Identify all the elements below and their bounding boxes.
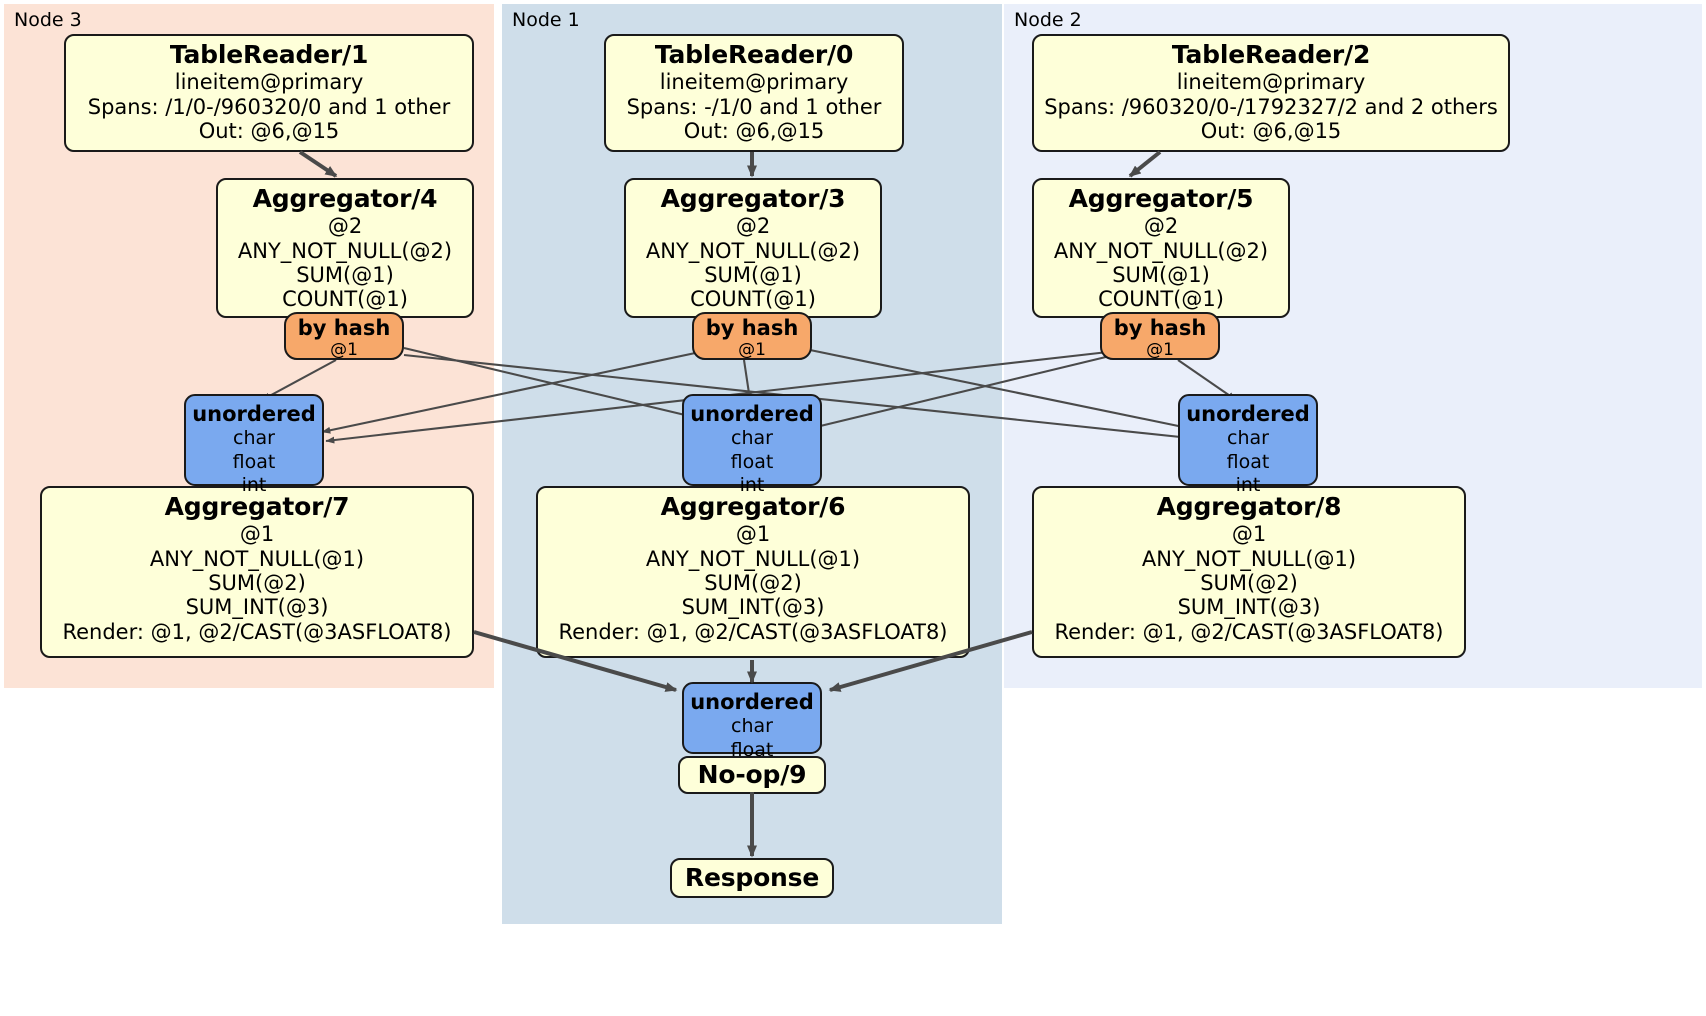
router-detail-column: @1 bbox=[330, 339, 358, 360]
processor-detail-index: lineitem@primary bbox=[1176, 70, 1366, 95]
synchronizer-type-1: char bbox=[731, 715, 773, 738]
edge-tr2-agg5 bbox=[1128, 150, 1162, 178]
processor-detail-agg2: SUM(@2) bbox=[208, 571, 306, 596]
processor-detail-agg3: COUNT(@1) bbox=[282, 287, 408, 312]
processor-detail-groupcol: @2 bbox=[327, 214, 363, 239]
node-panel-label-node1: Node 1 bbox=[512, 9, 580, 31]
processor-detail-groupcol: @2 bbox=[1143, 214, 1179, 239]
synchronizer-type-1: char bbox=[233, 427, 275, 450]
synchronizer-type-3: int bbox=[241, 474, 267, 497]
processor-detail-out: Out: @6,@15 bbox=[1200, 119, 1342, 144]
processor-detail-groupcol: @2 bbox=[735, 214, 771, 239]
processor-detail-out: Out: @6,@15 bbox=[683, 119, 825, 144]
edge-tr1-agg4 bbox=[298, 150, 338, 178]
processor-detail-groupcol: @1 bbox=[1231, 522, 1267, 547]
processor-detail-agg1: ANY_NOT_NULL(@2) bbox=[645, 238, 861, 263]
synchronizer-unordered-left[interactable]: unordered char float int bbox=[184, 394, 324, 496]
processor-detail-agg3: COUNT(@1) bbox=[1098, 287, 1224, 312]
processor-title: No-op/9 bbox=[697, 760, 807, 789]
edge-agg7-final bbox=[473, 630, 678, 692]
node-panel-label-node2: Node 2 bbox=[1014, 9, 1082, 31]
processor-detail-groupcol: @1 bbox=[239, 522, 275, 547]
processor-response[interactable]: Response bbox=[670, 858, 834, 898]
processor-detail-render: Render: @1, @2/CAST(@3ASFLOAT8) bbox=[62, 619, 452, 644]
synchronizer-type-1: char bbox=[1227, 427, 1269, 450]
processor-aggregator-7[interactable]: Aggregator/7 @1 ANY_NOT_NULL(@1) SUM(@2)… bbox=[40, 486, 474, 658]
processor-detail-agg2: SUM(@2) bbox=[1200, 571, 1298, 596]
processor-detail-spans: Spans: /1/0-/960320/0 and 1 other bbox=[87, 94, 451, 119]
synchronizer-title: unordered bbox=[690, 690, 814, 714]
processor-detail-out: Out: @6,@15 bbox=[198, 119, 340, 144]
synchronizer-type-2: float bbox=[730, 450, 774, 473]
processor-aggregator-5[interactable]: Aggregator/5 @2 ANY_NOT_NULL(@2) SUM(@1)… bbox=[1032, 178, 1290, 318]
processor-table-reader-1[interactable]: TableReader/1 lineitem@primary Spans: /1… bbox=[64, 34, 474, 152]
processor-title: Aggregator/7 bbox=[164, 492, 350, 521]
router-detail-column: @1 bbox=[1146, 339, 1174, 360]
router-title: by hash bbox=[297, 316, 391, 340]
processor-detail-agg3: SUM_INT(@3) bbox=[185, 595, 329, 620]
node-panel-label-node3: Node 3 bbox=[14, 9, 82, 31]
processor-detail-agg2: SUM(@2) bbox=[704, 571, 802, 596]
processor-detail-agg2: SUM(@1) bbox=[1112, 263, 1210, 288]
processor-aggregator-8[interactable]: Aggregator/8 @1 ANY_NOT_NULL(@1) SUM(@2)… bbox=[1032, 486, 1466, 658]
processor-detail-agg1: ANY_NOT_NULL(@2) bbox=[1053, 238, 1269, 263]
processor-detail-agg3: COUNT(@1) bbox=[690, 287, 816, 312]
processor-detail-agg1: ANY_NOT_NULL(@1) bbox=[1141, 546, 1357, 571]
processor-aggregator-4[interactable]: Aggregator/4 @2 ANY_NOT_NULL(@2) SUM(@1)… bbox=[216, 178, 474, 318]
synchronizer-type-3: int bbox=[1235, 474, 1261, 497]
processor-detail-render: Render: @1, @2/CAST(@3ASFLOAT8) bbox=[1054, 619, 1444, 644]
processor-detail-index: lineitem@primary bbox=[659, 70, 849, 95]
synchronizer-type-2: float bbox=[232, 450, 276, 473]
processor-detail-spans: Spans: /960320/0-/1792327/2 and 2 others bbox=[1044, 94, 1498, 119]
router-by-hash-left[interactable]: by hash @1 bbox=[284, 312, 404, 360]
processor-detail-agg1: ANY_NOT_NULL(@1) bbox=[149, 546, 365, 571]
processor-detail-index: lineitem@primary bbox=[174, 70, 364, 95]
processor-detail-agg1: ANY_NOT_NULL(@2) bbox=[237, 238, 453, 263]
processor-aggregator-3[interactable]: Aggregator/3 @2 ANY_NOT_NULL(@2) SUM(@1)… bbox=[624, 178, 882, 318]
synchronizer-unordered-right[interactable]: unordered char float int bbox=[1178, 394, 1318, 496]
processor-title: TableReader/1 bbox=[169, 40, 369, 69]
router-title: by hash bbox=[705, 316, 799, 340]
processor-detail-spans: Spans: -/1/0 and 1 other bbox=[626, 94, 882, 119]
processor-title: Aggregator/6 bbox=[660, 492, 846, 521]
processor-title: Aggregator/8 bbox=[1156, 492, 1342, 521]
edge-agg8-final bbox=[828, 630, 1033, 692]
processor-detail-agg3: SUM_INT(@3) bbox=[1177, 595, 1321, 620]
synchronizer-type-2: float bbox=[1226, 450, 1270, 473]
processor-title: Aggregator/3 bbox=[660, 184, 846, 213]
processor-table-reader-0[interactable]: TableReader/0 lineitem@primary Spans: -/… bbox=[604, 34, 904, 152]
router-title: by hash bbox=[1113, 316, 1207, 340]
processor-no-op-9[interactable]: No-op/9 bbox=[678, 756, 826, 794]
processor-title: TableReader/0 bbox=[654, 40, 854, 69]
processor-detail-agg3: SUM_INT(@3) bbox=[681, 595, 825, 620]
processor-detail-agg1: ANY_NOT_NULL(@1) bbox=[645, 546, 861, 571]
synchronizer-type-3: int bbox=[739, 474, 765, 497]
processor-table-reader-2[interactable]: TableReader/2 lineitem@primary Spans: /9… bbox=[1032, 34, 1510, 152]
processor-title: TableReader/2 bbox=[1171, 40, 1371, 69]
processor-detail-agg2: SUM(@1) bbox=[296, 263, 394, 288]
processor-detail-groupcol: @1 bbox=[735, 522, 771, 547]
synchronizer-unordered-final[interactable]: unordered char float bbox=[682, 682, 822, 761]
processor-title: Aggregator/4 bbox=[252, 184, 438, 213]
processor-aggregator-6[interactable]: Aggregator/6 @1 ANY_NOT_NULL(@1) SUM(@2)… bbox=[536, 486, 970, 658]
router-detail-column: @1 bbox=[738, 339, 766, 360]
processor-detail-render: Render: @1, @2/CAST(@3ASFLOAT8) bbox=[558, 619, 948, 644]
processor-title: Response bbox=[684, 863, 820, 892]
synchronizer-type-1: char bbox=[731, 427, 773, 450]
synchronizer-type-2: float bbox=[730, 738, 774, 761]
router-by-hash-middle[interactable]: by hash @1 bbox=[692, 312, 812, 360]
router-by-hash-right[interactable]: by hash @1 bbox=[1100, 312, 1220, 360]
synchronizer-title: unordered bbox=[1186, 402, 1310, 426]
synchronizer-title: unordered bbox=[192, 402, 316, 426]
synchronizer-title: unordered bbox=[690, 402, 814, 426]
processor-detail-agg2: SUM(@1) bbox=[704, 263, 802, 288]
synchronizer-unordered-middle[interactable]: unordered char float int bbox=[682, 394, 822, 496]
processor-title: Aggregator/5 bbox=[1068, 184, 1254, 213]
